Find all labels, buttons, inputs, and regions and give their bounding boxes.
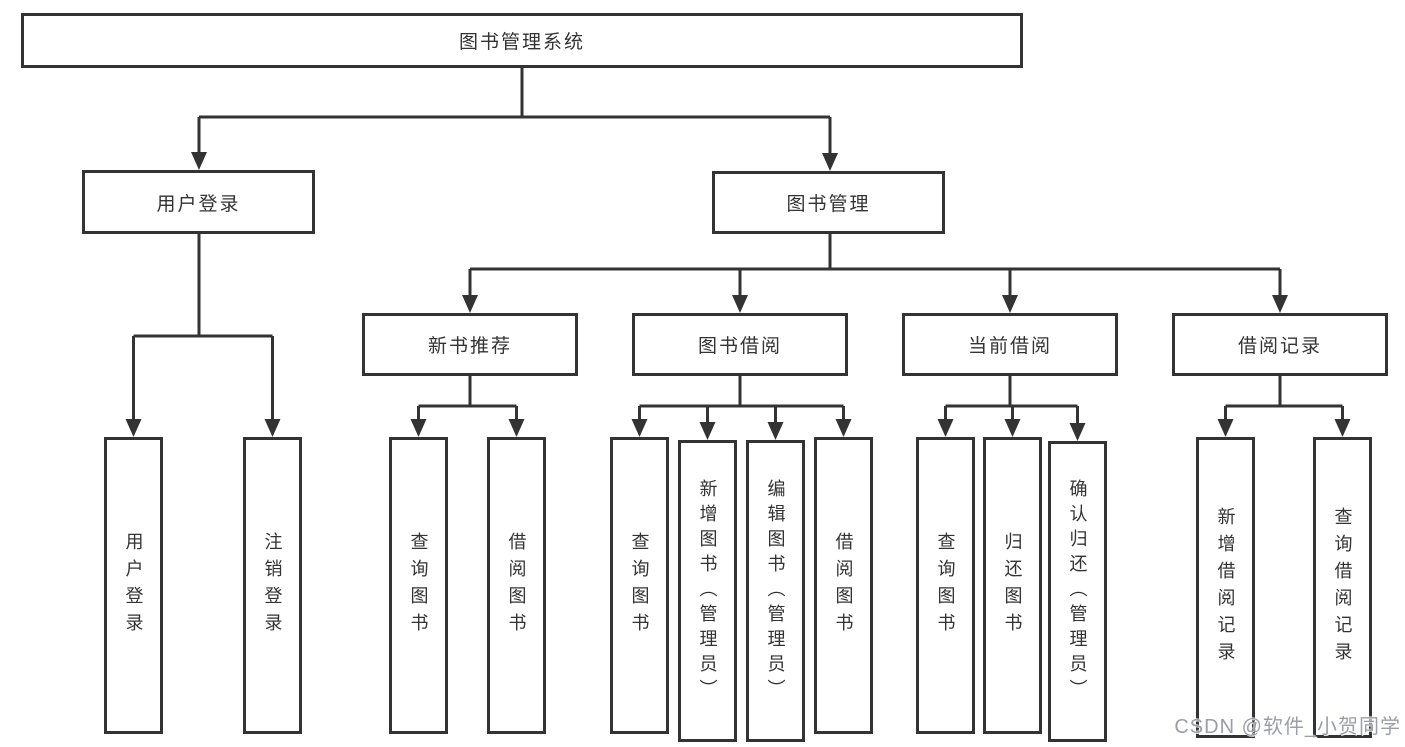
node-user-login: 用户登录 bbox=[82, 170, 315, 234]
leaf-logout: 注销登录 bbox=[243, 437, 302, 734]
leaf-borrowing-query-books: 查询图书 bbox=[610, 437, 669, 734]
csdn-watermark: CSDN @软件_小贺同学 bbox=[1174, 716, 1401, 738]
node-label: 新书推荐 bbox=[427, 336, 512, 357]
arrowheads bbox=[125, 152, 1351, 441]
leaf-recommend-borrow-books: 借阅图书 bbox=[487, 437, 546, 734]
leaf-label: 查询图书 bbox=[408, 531, 429, 640]
node-label: 图书管理 bbox=[786, 194, 871, 215]
leaf-label: 借阅图书 bbox=[833, 531, 854, 640]
leaf-label: 编辑图书（管理员） bbox=[765, 478, 786, 704]
node-label: 用户登录 bbox=[156, 193, 241, 215]
leaf-label: 注销登录 bbox=[262, 531, 283, 640]
leaf-label: 查询借阅记录 bbox=[1332, 506, 1353, 669]
node-book-management: 图书管理 bbox=[712, 171, 945, 234]
node-library-management-system: 图书管理系统 bbox=[21, 13, 1023, 68]
leaf-label: 查询图书 bbox=[935, 531, 956, 640]
leaf-current-query-books: 查询图书 bbox=[916, 437, 975, 734]
node-borrow-records: 借阅记录 bbox=[1172, 313, 1388, 376]
node-new-book-recommend: 新书推荐 bbox=[362, 313, 578, 376]
leaf-borrowing-borrow-books: 借阅图书 bbox=[814, 437, 873, 734]
node-book-borrowing: 图书借阅 bbox=[632, 313, 848, 376]
leaf-recommend-query-books: 查询图书 bbox=[389, 437, 448, 734]
leaf-label: 新增借阅记录 bbox=[1215, 506, 1236, 669]
leaf-label: 查询图书 bbox=[629, 531, 650, 640]
leaf-records-query-record: 查询借阅记录 bbox=[1313, 437, 1372, 738]
leaf-borrowing-edit-books-admin: 编辑图书（管理员） bbox=[746, 440, 805, 742]
node-label: 图书借阅 bbox=[697, 336, 782, 357]
leaf-label: 归还图书 bbox=[1002, 531, 1023, 640]
leaf-label: 用户登录 bbox=[123, 531, 144, 640]
leaf-label: 确认归还（管理员） bbox=[1067, 479, 1088, 704]
leaf-label: 新增图书（管理员） bbox=[697, 478, 718, 704]
leaf-current-confirm-return-admin: 确认归还（管理员） bbox=[1048, 441, 1107, 742]
leaf-current-return-books: 归还图书 bbox=[983, 437, 1042, 734]
tree-edges bbox=[132, 68, 1344, 427]
node-label: 当前借阅 bbox=[967, 336, 1052, 357]
node-current-borrowing: 当前借阅 bbox=[902, 313, 1118, 376]
leaf-records-add-record: 新增借阅记录 bbox=[1196, 437, 1255, 738]
leaf-borrowing-add-books-admin: 新增图书（管理员） bbox=[678, 440, 737, 742]
leaf-user-login: 用户登录 bbox=[104, 437, 163, 734]
node-label: 图书管理系统 bbox=[458, 32, 585, 53]
node-label: 借阅记录 bbox=[1237, 336, 1322, 357]
leaf-label: 借阅图书 bbox=[506, 531, 527, 640]
